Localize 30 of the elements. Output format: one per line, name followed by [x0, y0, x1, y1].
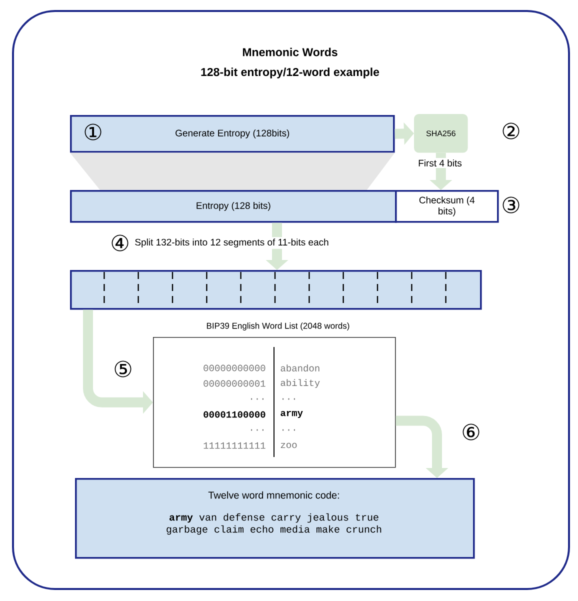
- result-box: Twelve word mnemonic code: army van defense carry jealous true garbage claim echo media make crunch: [75, 478, 475, 559]
- callout-number: ③: [502, 196, 520, 214]
- table-heading: BIP39 English Word List (2048 words): [206, 322, 350, 330]
- node-label: 11111111111: [204, 442, 266, 449]
- node-label: ...: [251, 398, 264, 400]
- entropy-box: Entropy (128 bits): [70, 190, 397, 223]
- callout-number: ⑤: [114, 360, 132, 378]
- edge-label: Split 132-bits into 12 segments of 11-bits each: [133, 237, 330, 249]
- node-label: abandon: [280, 364, 320, 372]
- segmented-bar: [70, 270, 482, 310]
- node-label: 00000000001: [204, 380, 266, 387]
- node-label: zoo: [280, 442, 297, 448]
- node-label: army: [280, 410, 303, 418]
- callout-number: ①: [84, 124, 102, 140]
- node-label: ...: [282, 429, 295, 431]
- arrow: [396, 416, 448, 478]
- callout-number: ⑥: [462, 424, 480, 440]
- node-label: 00001100000: [204, 411, 266, 418]
- callout-number: ②: [502, 122, 520, 140]
- node-label: ability: [280, 379, 320, 388]
- node-label: ...: [251, 429, 264, 431]
- title: 128-bit entropy/12-word example: [201, 68, 380, 78]
- callout-number: ④: [112, 234, 128, 252]
- node-label: ...: [282, 398, 295, 400]
- node-label: 00000000000: [204, 364, 266, 372]
- edge-label: First 4 bits: [416, 158, 464, 168]
- checksum-box: Checksum (4 bits): [395, 190, 499, 223]
- funnel: [70, 152, 395, 190]
- title: Mnemonic Words: [242, 48, 338, 56]
- word-list-table: 00000000000 abandon 00000000001 ability ... ... 00001100000 army ... ... 11111111111 zoo: [153, 337, 396, 468]
